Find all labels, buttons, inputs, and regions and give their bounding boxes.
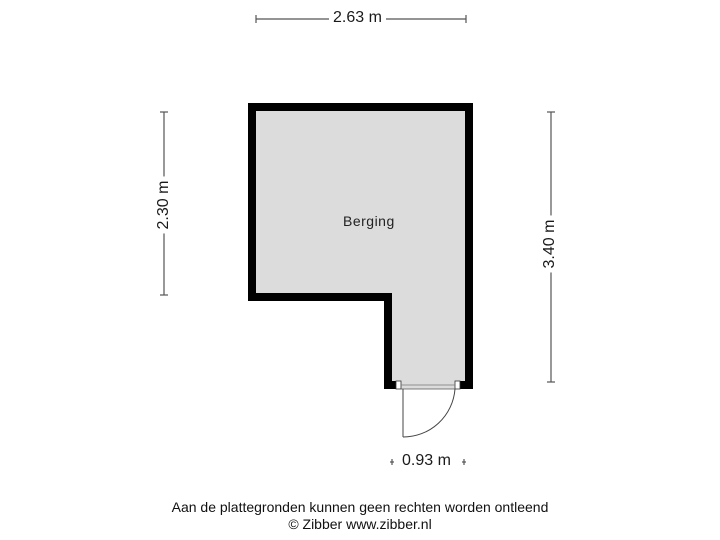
copyright-text: © Zibber www.zibber.nl xyxy=(288,516,432,532)
room-label: Berging xyxy=(343,213,395,229)
dimension-door-width: 0.93 m xyxy=(400,452,453,470)
disclaimer-text: Aan de plattegronden kunnen geen rechten… xyxy=(171,499,549,515)
dimension-right-height: 3.40 m xyxy=(541,215,559,273)
dimension-top-width: 2.63 m xyxy=(329,9,386,27)
dimension-line-door xyxy=(390,459,466,465)
door xyxy=(395,380,461,438)
dimension-left-height: 2.30 m xyxy=(155,176,173,234)
room-berging xyxy=(248,103,473,389)
